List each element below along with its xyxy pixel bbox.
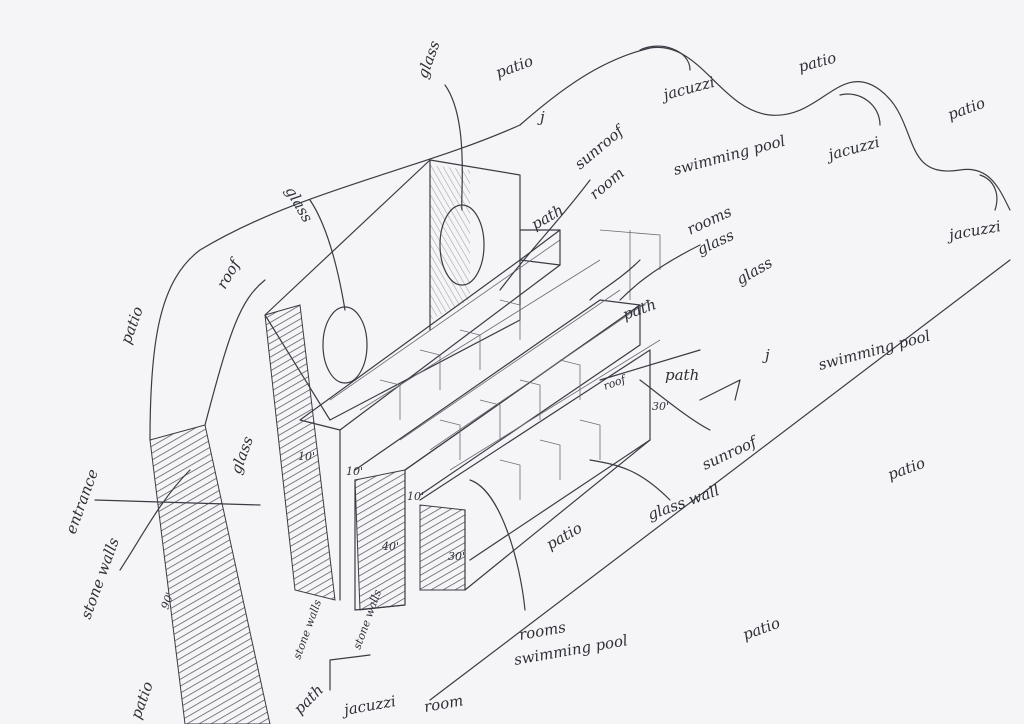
- label-swimming-pool: swimming pool: [671, 132, 787, 179]
- label-path: path: [665, 366, 699, 384]
- dimension-10: 10': [407, 490, 424, 503]
- label-roof: roof: [213, 254, 245, 292]
- label-room: room: [586, 164, 628, 203]
- label-sunroof: sunroof: [571, 121, 629, 174]
- jacuzzi-arc: [979, 174, 998, 211]
- stone-wall-rear: [264, 304, 336, 601]
- label-glass: glass: [413, 38, 443, 81]
- label-entrance: entrance: [62, 467, 102, 537]
- dimension-10: 10': [346, 465, 363, 478]
- label-glass: glass: [282, 183, 317, 226]
- label-stone-walls: stone walls: [77, 535, 123, 621]
- label-sunroof: sunroof: [699, 432, 761, 474]
- dimension-10: 10': [298, 450, 315, 463]
- boundary-left: [149, 124, 521, 441]
- stone-wall-left: [149, 424, 271, 724]
- label-jacuzzi: jacuzzi: [340, 692, 398, 719]
- label-path: path: [290, 681, 327, 718]
- label-path: path: [620, 295, 658, 324]
- label-j: j: [762, 346, 770, 364]
- label-room: room: [423, 691, 465, 716]
- dimension-40: 40': [381, 540, 399, 553]
- dimension-30: 30': [652, 400, 669, 413]
- label-patio: patio: [885, 454, 927, 484]
- glass-hatch: [430, 165, 470, 320]
- label-jacuzzi: jacuzzi: [823, 133, 881, 165]
- label-path: path: [528, 201, 567, 234]
- leader-lines: [94, 84, 741, 691]
- label-patio: patio: [543, 519, 585, 554]
- label-glass: glass: [227, 434, 257, 477]
- rear-glass-wall: [264, 159, 521, 421]
- terraces: [299, 229, 661, 611]
- jacuzzi-arc: [839, 93, 881, 126]
- label-swimming-pool: swimming pool: [816, 327, 932, 374]
- label-stone-walls: stone walls: [291, 598, 325, 661]
- label-rooms: rooms: [518, 618, 568, 644]
- dimension-90: 90': [159, 591, 177, 611]
- label-patio: patio: [127, 679, 157, 721]
- label-glass: glass: [733, 253, 776, 288]
- site-boundary: [519, 46, 1011, 211]
- label-jacuzzi: jacuzzi: [658, 73, 716, 105]
- label-roof: roof: [602, 372, 629, 393]
- label-patio: patio: [740, 614, 782, 644]
- label-patio: patio: [117, 304, 147, 346]
- label-patio: patio: [493, 52, 535, 82]
- label-j: j: [537, 108, 545, 126]
- boundary-right: [429, 259, 1011, 701]
- label-patio: patio: [945, 94, 987, 124]
- roof-curve: [204, 279, 266, 426]
- jacuzzi-arc: [639, 45, 691, 71]
- label-patio: patio: [796, 49, 838, 76]
- dimension-30: 30': [448, 550, 465, 563]
- glass-circle: [322, 306, 368, 384]
- label-jacuzzi: jacuzzi: [945, 217, 1003, 244]
